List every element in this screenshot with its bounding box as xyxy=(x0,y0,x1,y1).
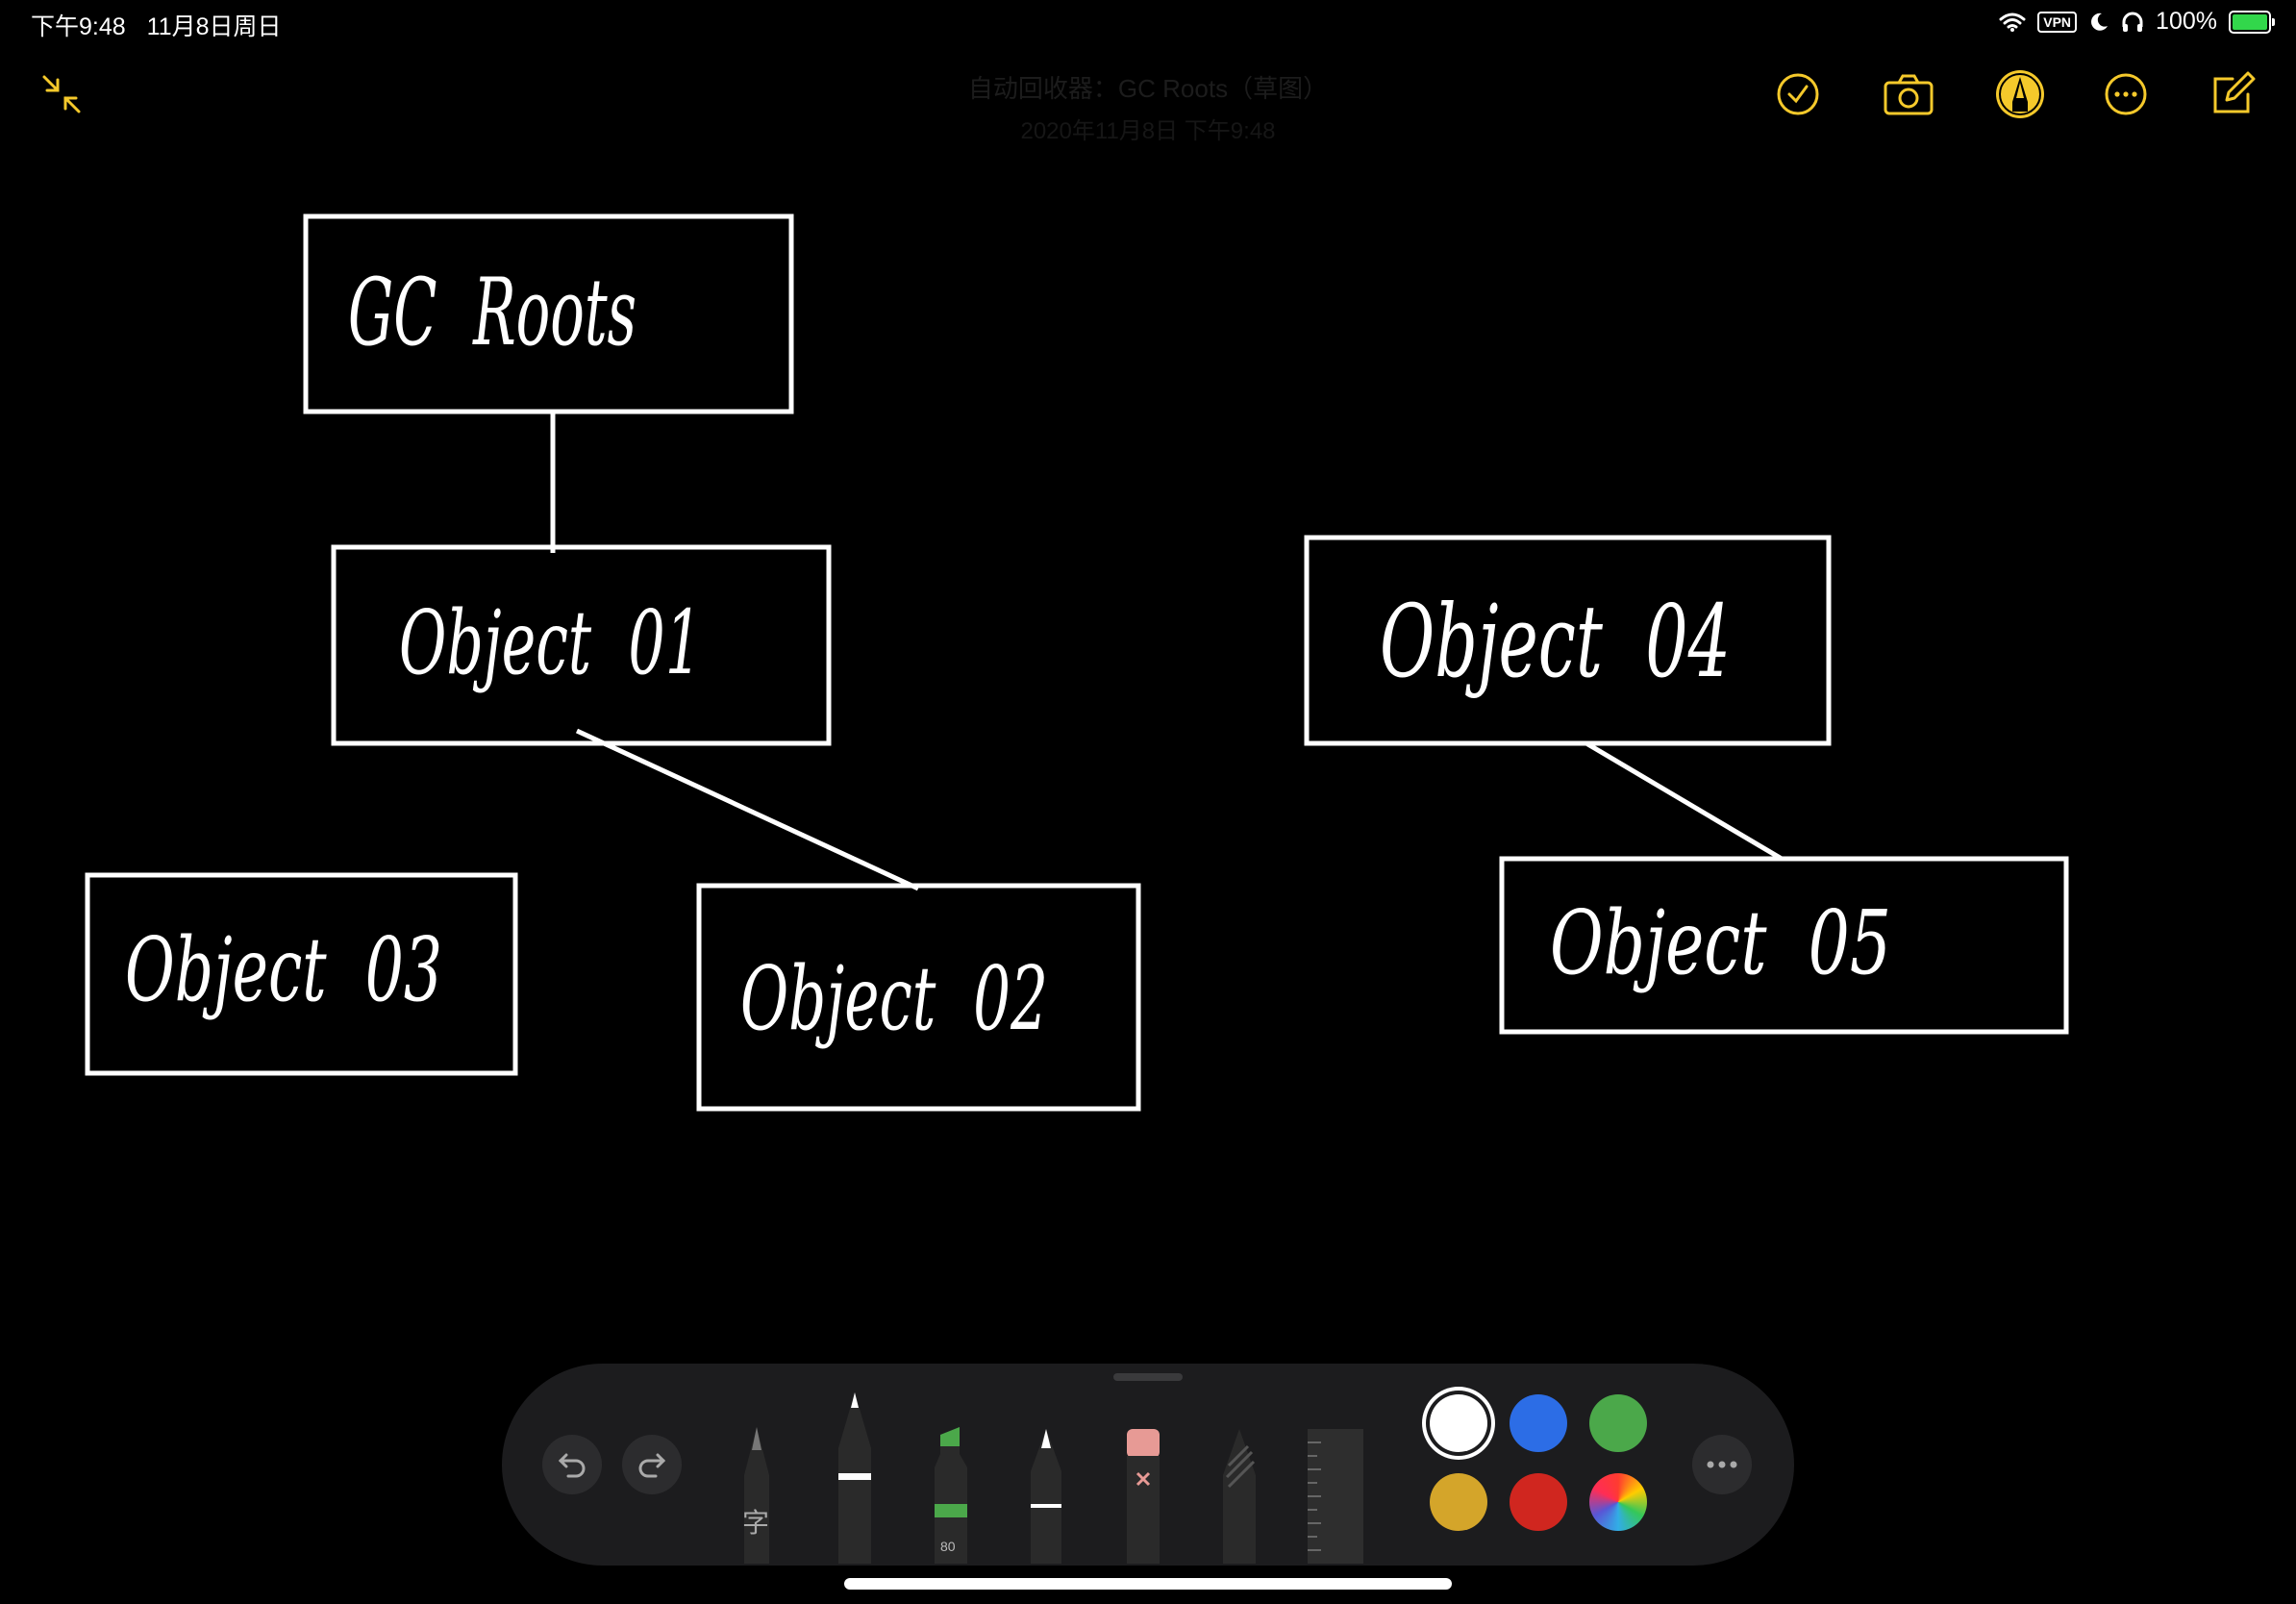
color-green[interactable] xyxy=(1589,1394,1647,1452)
label-object-02: Object 02 xyxy=(740,947,1048,1050)
color-red[interactable] xyxy=(1510,1473,1567,1531)
note-date: 2020年11月8日 下午9:48 xyxy=(1020,118,1276,144)
checklist-icon[interactable] xyxy=(1771,67,1825,121)
lasso-tool[interactable] xyxy=(1219,1427,1260,1564)
label-object-04: Object 04 xyxy=(1380,583,1731,700)
tool-more-button[interactable] xyxy=(1692,1435,1752,1494)
ruler-tool[interactable] xyxy=(1306,1427,1365,1564)
label-object-05: Object 05 xyxy=(1550,891,1891,994)
link-object-01-object-02 xyxy=(575,728,920,891)
box-gc-roots xyxy=(303,213,794,414)
moon-icon xyxy=(2091,13,2109,31)
wifi-icon xyxy=(1999,13,2026,32)
marker-tool[interactable] xyxy=(931,1425,971,1564)
undo-button[interactable] xyxy=(542,1435,602,1494)
headphones-icon xyxy=(2122,12,2143,32)
color-picker[interactable] xyxy=(1589,1473,1647,1531)
vpn-badge: VPN xyxy=(2037,11,2078,33)
undo-icon xyxy=(558,1453,586,1478)
status-date: 11月8日周日 xyxy=(146,13,282,40)
note-title: 自动回收器：GC Roots（草图） xyxy=(967,74,1329,103)
camera-icon[interactable] xyxy=(1882,67,1935,121)
box-object-04 xyxy=(1304,535,1832,746)
status-bar-left: 下午9:48 11月8日周日 xyxy=(31,8,282,42)
label-object-01: Object 01 xyxy=(399,591,702,694)
color-blue[interactable] xyxy=(1510,1394,1567,1452)
text-tool[interactable] xyxy=(735,1423,779,1564)
compose-icon[interactable] xyxy=(2206,67,2259,121)
palette-grabber[interactable] xyxy=(1113,1373,1183,1381)
box-object-01 xyxy=(331,544,832,746)
box-object-05 xyxy=(1499,856,2069,1035)
ellipsis-icon xyxy=(1707,1461,1737,1468)
redo-button[interactable] xyxy=(622,1435,682,1494)
box-object-03 xyxy=(85,872,518,1076)
label-object-03: Object 03 xyxy=(125,918,442,1021)
battery-percent: 100% xyxy=(2156,8,2217,35)
pen-tool[interactable] xyxy=(833,1391,877,1564)
markup-icon[interactable] xyxy=(1993,67,2047,121)
eraser-tool[interactable] xyxy=(1123,1427,1163,1564)
box-object-02 xyxy=(696,883,1141,1112)
status-bar-right: VPN 100% xyxy=(1999,8,2275,36)
redo-icon xyxy=(638,1453,666,1478)
home-indicator[interactable] xyxy=(844,1578,1452,1590)
pencil-tool[interactable] xyxy=(1027,1425,1065,1564)
battery-icon xyxy=(2229,10,2275,34)
more-icon[interactable] xyxy=(2099,67,2153,121)
link-object-04-object-05 xyxy=(1585,740,1784,862)
marker-width-label: 80 xyxy=(940,1539,956,1554)
color-yellow[interactable] xyxy=(1430,1473,1487,1531)
collapse-icon[interactable] xyxy=(35,67,88,121)
label-gc-roots: GC Roots xyxy=(348,259,636,366)
text-tool-label: 字 xyxy=(742,1508,770,1538)
status-time: 下午9:48 xyxy=(31,13,126,40)
color-white[interactable] xyxy=(1430,1394,1487,1452)
